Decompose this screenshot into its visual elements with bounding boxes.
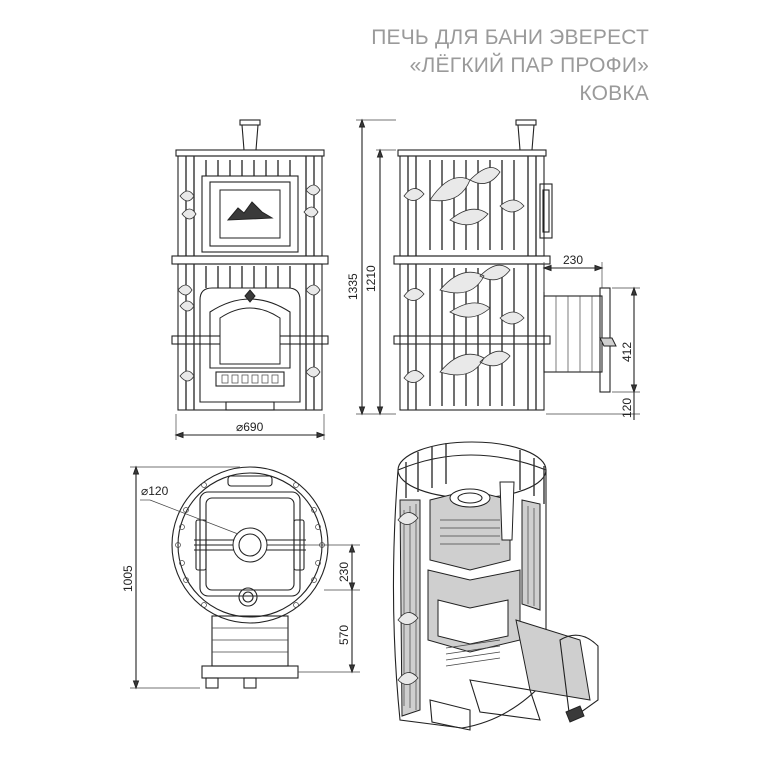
side-middle-rim (393, 255, 551, 265)
mountain-icon (226, 201, 274, 221)
side-tunnel-ribs (555, 296, 593, 372)
cutaway-leaves (397, 512, 419, 685)
title-line-2: «ЛЁГКИЙ ПАР ПРОФИ» (409, 54, 649, 77)
front-base (225, 401, 275, 411)
front-fire-door-frame (199, 287, 301, 403)
side-top-rim (397, 149, 547, 157)
title-line-1: ПЕЧЬ ДЛЯ БАНИ ЭВЕРЕСТ (371, 26, 649, 49)
cutaway-ash-box (469, 679, 541, 721)
side-lower-rim (393, 335, 551, 345)
front-middle-rim (171, 255, 329, 265)
side-stone-door-handle (539, 183, 553, 239)
side-view: 1335 1210 230 412 120 (346, 118, 640, 420)
cutaway-firebox-inner (437, 599, 509, 645)
cutaway-tunnel-handle (565, 705, 585, 723)
dim-top-to-door: 570 (337, 625, 351, 645)
cutaway-tunnel-door (559, 634, 599, 721)
top-rear-vent (227, 475, 273, 487)
top-water-tap (238, 587, 258, 607)
title-line-3: КОВКА (579, 82, 649, 105)
side-chimney (517, 124, 535, 151)
front-ash-vent (215, 371, 285, 387)
front-leaf-right-upper (303, 184, 321, 218)
front-leaf-left-lower (177, 284, 195, 382)
top-chimney-outer (232, 527, 268, 563)
cutaway-stone-dots (440, 519, 500, 545)
dim-chimney-diameter: ⌀120 (141, 484, 169, 498)
front-upper-bars (185, 156, 315, 256)
side-leaves-lower (403, 264, 525, 383)
cutaway-chimney-opening (449, 488, 491, 508)
title-block: ПЕЧЬ ДЛЯ БАНИ ЭВЕРЕСТ «ЛЁГКИЙ ПАР ПРОФИ»… (371, 24, 649, 108)
dim-total-height: 1335 (346, 273, 360, 300)
top-view: ⌀120 1005 230 570 (121, 465, 360, 690)
dim-tunnel-offset: 120 (620, 398, 634, 418)
cutaway-outer (392, 454, 547, 729)
dim-body-height: 1210 (364, 265, 378, 292)
dim-depth: 1005 (121, 565, 135, 592)
dim-top-offset: 230 (337, 562, 351, 582)
front-leaf-left-upper (179, 190, 197, 220)
cutaway-tunnel (515, 619, 591, 701)
side-tunnel (543, 295, 603, 373)
dim-tunnel-length: 230 (563, 253, 583, 267)
front-leaf-right-lower (305, 284, 321, 378)
side-lower-bars (407, 264, 537, 410)
top-tunnel-flange (201, 665, 299, 679)
cutaway-view (392, 441, 599, 731)
front-chimney (241, 124, 259, 151)
front-ash-vent-slots (221, 374, 279, 384)
top-chimney-inner (238, 533, 262, 557)
front-stone-door-frame (201, 175, 299, 253)
front-chimney-cap (239, 119, 261, 126)
dim-tunnel-height: 412 (620, 342, 634, 362)
front-top-rim (175, 149, 325, 157)
front-view: ⌀690 (171, 119, 329, 440)
cutaway-right-wall (521, 499, 541, 611)
front-fire-door-glass (219, 307, 281, 365)
cutaway-grate (445, 639, 501, 667)
top-stone-box (199, 491, 301, 597)
side-chimney-cap (515, 119, 537, 126)
front-fire-door-arch (209, 298, 291, 369)
dim-front-width: ⌀690 (236, 420, 264, 434)
cutaway-water-pipe (499, 481, 515, 541)
cutaway-top-bars (405, 443, 545, 504)
front-door-emblem (244, 289, 256, 303)
side-leaves-upper (403, 167, 525, 226)
side-door-handle (599, 337, 617, 347)
front-stone-door-inner (209, 181, 291, 247)
